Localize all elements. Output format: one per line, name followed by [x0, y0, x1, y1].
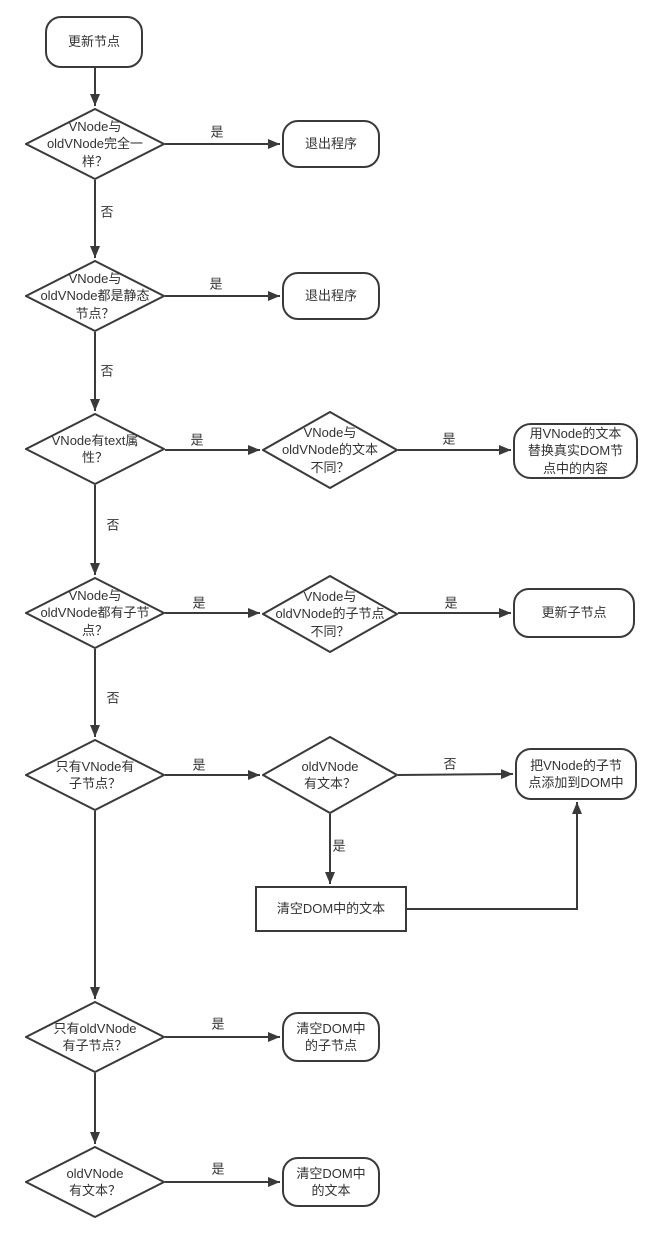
node-label: 退出程序 — [304, 288, 357, 304]
node-clear-dom-children: 清空DOM中 的子节点 — [282, 1012, 380, 1062]
node-add-children-to-dom: 把VNode的子节 点添加到DOM中 — [515, 748, 637, 800]
edge-d5b-no-r5 — [397, 769, 514, 780]
node-label: VNode与 oldVNode都有子节 点？ — [40, 588, 150, 638]
node-replace-dom-text: 用VNode的文本 替换真实DOM节 点中的内容 — [513, 423, 638, 479]
node-label: VNode与 oldVNode的子节点 不同？ — [275, 589, 385, 639]
node-clear-dom-text-end: 清空DOM中 的文本 — [282, 1157, 380, 1207]
edge-label-yes: 是 — [209, 276, 223, 292]
edge-label-yes: 是 — [192, 595, 206, 611]
diamond-shape — [262, 575, 398, 653]
edge-label-no: 否 — [106, 690, 120, 706]
node-decision-vnode-has-text: VNode有text属 性？ — [25, 413, 165, 485]
edge-label-yes: 是 — [190, 432, 204, 448]
edge-label-yes: 是 — [211, 1161, 225, 1177]
node-exit-program-2: 退出程序 — [282, 272, 380, 320]
node-label: oldVNode 有文本？ — [66, 1165, 124, 1198]
node-decision-both-static: VNode与 oldVNode都是静态 节点？ — [25, 260, 165, 332]
node-decision-only-oldvnode-children: 只有oldVNode 有子节点？ — [25, 1001, 165, 1073]
diamond-shape — [25, 1001, 165, 1073]
edge-label-no: 否 — [106, 517, 120, 533]
diamond-shape — [25, 739, 165, 811]
node-label: 退出程序 — [304, 136, 357, 152]
node-decision-vnode-identical: VNode与 oldVNode完全一 样？ — [25, 108, 165, 180]
node-label: oldVNode 有文本？ — [301, 758, 359, 791]
node-start: 更新节点 — [45, 16, 143, 68]
node-decision-oldvnode-has-text: oldVNode 有文本？ — [262, 736, 398, 814]
edge-label-yes: 是 — [192, 757, 206, 773]
node-label: 只有VNode有 子节点？ — [55, 758, 135, 791]
node-exit-program-1: 退出程序 — [282, 120, 380, 168]
node-decision-children-different: VNode与 oldVNode的子节点 不同？ — [262, 575, 398, 653]
node-decision-text-different: VNode与 oldVNode的文本 不同？ — [262, 411, 398, 489]
diamond-shape — [25, 108, 165, 180]
node-decision-oldvnode-has-text-2: oldVNode 有文本？ — [25, 1146, 165, 1218]
node-label: 清空DOM中 的子节点 — [296, 1020, 366, 1053]
diamond-shape — [25, 1146, 165, 1218]
node-update-children: 更新子节点 — [513, 588, 635, 638]
diamond-shape — [262, 736, 398, 814]
edge-label-yes: 是 — [211, 1016, 225, 1032]
diamond-shape — [25, 260, 165, 332]
diamond-shape — [25, 413, 165, 485]
edge-label-yes: 是 — [444, 595, 458, 611]
edge-label-yes: 是 — [332, 838, 346, 854]
edge-label-no: 否 — [443, 756, 457, 772]
node-label: 用VNode的文本 替换真实DOM节 点中的内容 — [527, 426, 624, 476]
node-label: 更新节点 — [67, 34, 120, 50]
node-label: 把VNode的子节 点添加到DOM中 — [528, 757, 624, 790]
node-label: VNode有text属 性？ — [51, 432, 139, 465]
node-label: VNode与 oldVNode完全一 样？ — [46, 119, 144, 169]
node-label: 清空DOM中的文本 — [276, 901, 386, 917]
node-label: 只有oldVNode 有子节点？ — [53, 1020, 137, 1053]
node-decision-only-vnode-children: 只有VNode有 子节点？ — [25, 739, 165, 811]
edge-rect6-to-r5 — [407, 802, 582, 910]
node-label: VNode与 oldVNode都是静态 节点？ — [40, 271, 150, 321]
edge-label-no: 否 — [100, 204, 114, 220]
diamond-shape — [262, 411, 398, 489]
node-decision-both-have-children: VNode与 oldVNode都有子节 点？ — [25, 577, 165, 649]
edge-label-no: 否 — [100, 363, 114, 379]
edge-label-yes: 是 — [442, 431, 456, 447]
node-label: 更新子节点 — [541, 605, 607, 621]
diamond-shape — [25, 577, 165, 649]
node-clear-dom-text-process: 清空DOM中的文本 — [255, 886, 407, 932]
node-label: VNode与 oldVNode的文本 不同？ — [281, 425, 379, 475]
edge-label-yes: 是 — [210, 124, 224, 140]
node-label: 清空DOM中 的文本 — [296, 1165, 366, 1198]
